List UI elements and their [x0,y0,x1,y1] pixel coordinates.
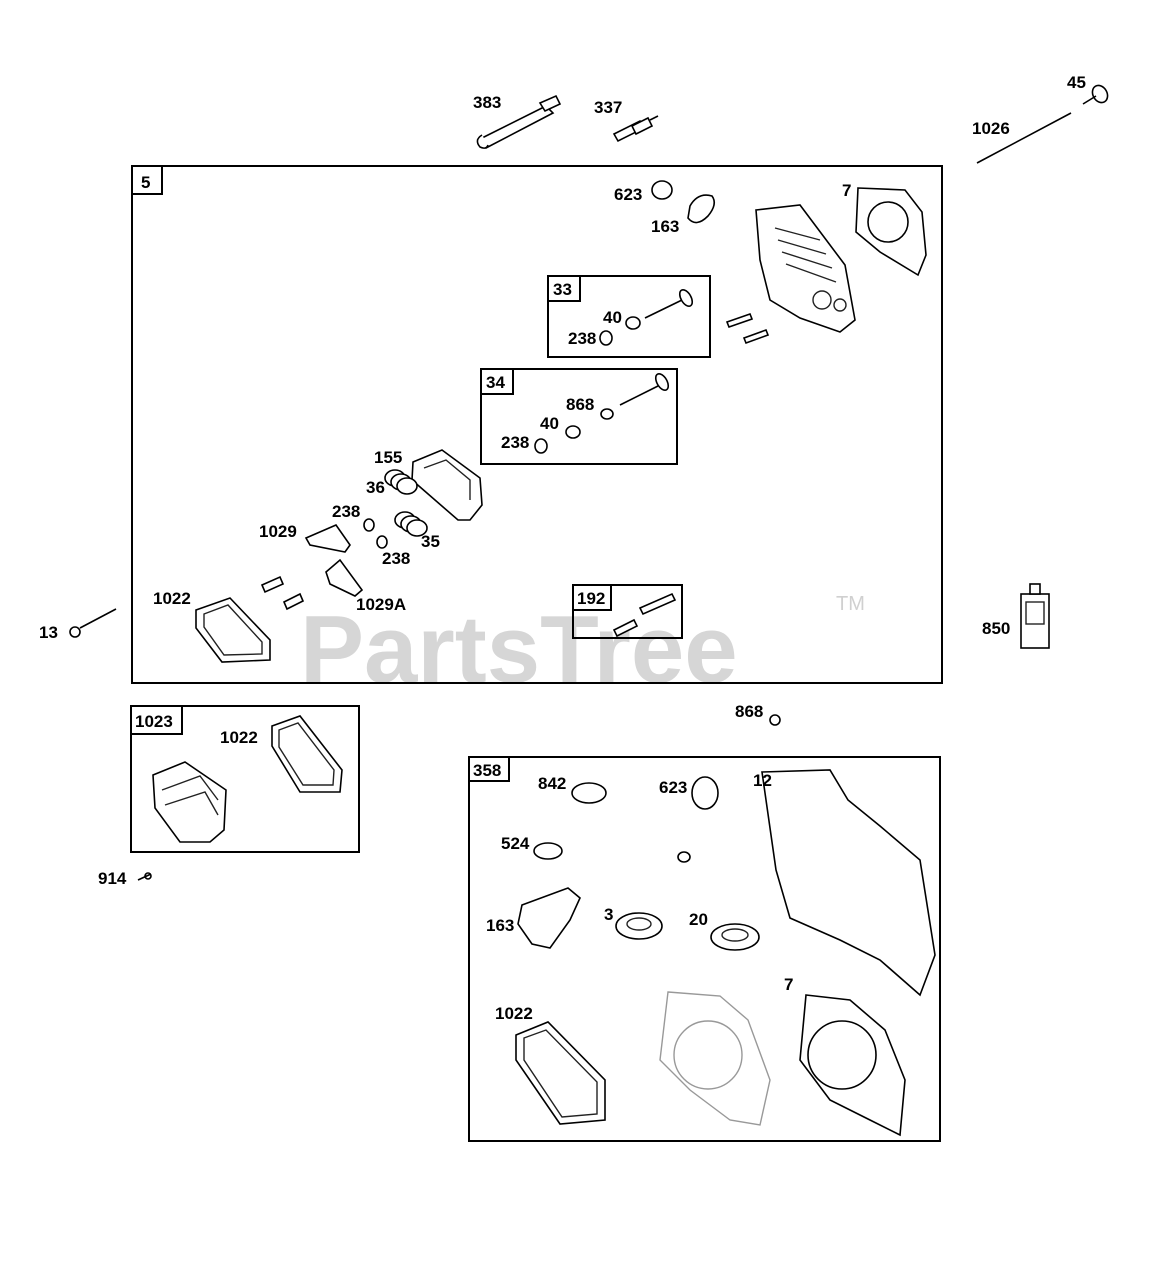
part-1022-cover-gasket-c[interactable] [515,1021,606,1125]
part-842-ring[interactable] [571,782,607,804]
part-1023-valve-cover[interactable] [152,761,227,843]
part-1022-cover-gasket-a[interactable] [195,597,271,663]
part-623-ring-kit[interactable] [691,776,719,810]
part-12-crankcase-gasket[interactable] [761,769,936,997]
part-head-bolts[interactable] [725,312,770,345]
part-cylinder-head[interactable] [755,204,856,333]
label-35: 35 [421,532,440,551]
part-1026-push-rod[interactable] [976,112,1072,164]
part-13-bolt[interactable] [69,608,117,638]
part-623-ring-top[interactable] [651,180,673,200]
part-238-keeper-b[interactable] [534,438,548,454]
assembly-box-33[interactable]: 33 [547,275,711,358]
part-7-head-gasket-kit[interactable] [799,994,906,1137]
part-383-tool[interactable] [476,94,562,149]
label-383: 383 [473,93,501,112]
part-524-ring[interactable] [533,842,563,860]
part-238-keeper-c[interactable] [363,518,375,532]
part-868-seal-a[interactable] [600,408,614,420]
box-label-1023: 1023 [135,712,173,731]
label-868-a: 868 [566,395,594,414]
box-label-5: 5 [141,173,150,192]
part-163-gasket-kit[interactable] [517,887,581,949]
part-20-seal[interactable] [710,923,760,951]
label-842: 842 [538,774,566,793]
assembly-box-192[interactable]: 192 [572,584,683,639]
label-7-top: 7 [842,181,851,200]
label-1029: 1029 [259,522,297,541]
part-40-retainer-b[interactable] [565,425,581,439]
label-1026: 1026 [972,119,1010,138]
part-1029A-rocker-arm[interactable] [325,558,364,597]
watermark-text: PartsTree [300,596,738,703]
label-238-d: 238 [382,549,410,568]
label-45: 45 [1067,73,1086,92]
label-868-b: 868 [735,702,763,721]
part-33-valve[interactable] [644,288,695,319]
label-623-top: 623 [614,185,642,204]
label-1029A: 1029A [356,595,406,614]
assembly-box-1023[interactable]: 1023 [130,705,360,853]
label-20: 20 [689,910,708,929]
label-163-top: 163 [651,217,679,236]
label-238-b: 238 [501,433,529,452]
label-238-c: 238 [332,502,360,521]
part-868-seal-b[interactable] [769,714,781,726]
assembly-box-5[interactable]: 5 [131,165,943,684]
part-1029-rocker-arm[interactable] [304,524,351,553]
part-192-breather[interactable] [612,592,677,638]
label-3: 3 [604,905,613,924]
label-12: 12 [753,771,772,790]
part-small-seal[interactable] [677,851,691,863]
part-3-seal[interactable] [615,912,663,940]
label-40-b: 40 [540,414,559,433]
part-238-keeper-a[interactable] [599,330,613,346]
part-head-gasket-ghost[interactable] [659,991,771,1126]
part-1022-cover-gasket-b[interactable] [271,715,343,793]
label-163-kit: 163 [486,916,514,935]
part-850-sealant-tube[interactable] [1020,583,1050,649]
label-238-a: 238 [568,329,596,348]
part-35-spring[interactable] [394,511,428,537]
part-238-keeper-d[interactable] [376,535,388,549]
part-7-head-gasket-top[interactable] [855,187,927,277]
part-914-screw[interactable] [137,872,152,881]
label-13: 13 [39,623,58,642]
part-36-spring[interactable] [384,469,418,495]
label-155: 155 [374,448,402,467]
part-34-valve[interactable] [619,372,671,406]
part-45-valve[interactable] [1082,83,1111,106]
label-1022-c: 1022 [495,1004,533,1023]
label-623-kit: 623 [659,778,687,797]
box-label-358: 358 [473,761,501,780]
label-850: 850 [982,619,1010,638]
label-1022-b: 1022 [220,728,258,747]
assembly-box-34[interactable]: 34 [480,368,678,465]
box-label-33: 33 [553,280,572,299]
label-337: 337 [594,98,622,117]
part-40-retainer-a[interactable] [625,316,641,330]
label-914: 914 [98,869,127,888]
box-label-34: 34 [486,373,505,392]
label-36: 36 [366,478,385,497]
label-40-a: 40 [603,308,622,327]
label-524: 524 [501,834,530,853]
assembly-box-358[interactable]: 358 [468,756,941,1142]
part-337-spark-plug[interactable] [612,115,659,143]
part-163-gasket-top[interactable] [687,194,716,224]
watermark-trademark: TM [836,593,865,615]
box-label-192: 192 [577,589,605,608]
label-1022-a: 1022 [153,589,191,608]
label-7-kit: 7 [784,975,793,994]
part-studs[interactable] [260,575,305,611]
part-155-rocker-cover[interactable] [411,449,483,521]
